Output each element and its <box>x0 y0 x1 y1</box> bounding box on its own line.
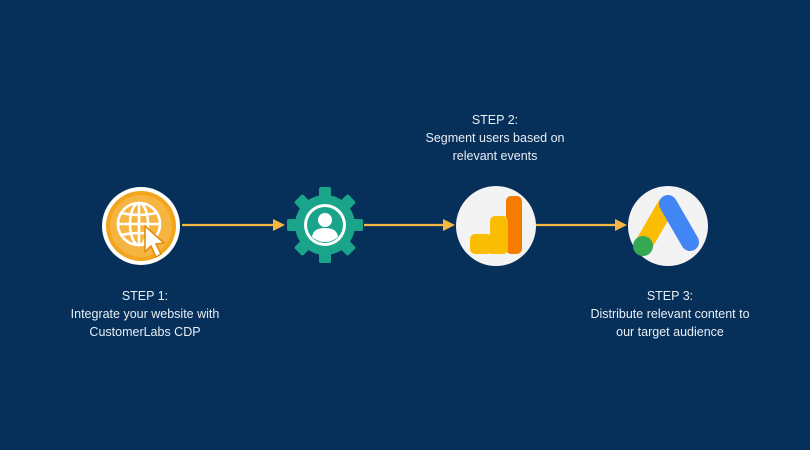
step-3-description-line-1: Distribute relevant content to <box>590 307 750 321</box>
step-1-title: STEP 1: <box>121 289 169 303</box>
step-3-title: STEP 3: <box>646 289 694 303</box>
step-2-label: STEP 2: Segment users based on relevant … <box>400 111 590 165</box>
step-2-title: STEP 2: <box>471 113 519 127</box>
step-3-description-line-2: our target audience <box>616 325 724 339</box>
arrow-2 <box>364 219 455 231</box>
gear-user-icon <box>287 187 363 263</box>
arrow-1 <box>182 219 285 231</box>
step-3-label: STEP 3: Distribute relevant content to o… <box>572 287 768 341</box>
google-ads-icon <box>628 186 708 266</box>
step-1-description-line-2: CustomerLabs CDP <box>89 325 201 339</box>
step-1-description-line-1: Integrate your website with <box>70 307 220 321</box>
step-2-description-line-1: Segment users based on <box>425 131 565 145</box>
arrow-3 <box>535 219 627 231</box>
step-1-label: STEP 1: Integrate your website with Cust… <box>50 287 240 341</box>
step-2-description-line-2: relevant events <box>452 149 538 163</box>
globe-cursor-icon <box>102 187 180 265</box>
analytics-icon <box>456 186 536 266</box>
